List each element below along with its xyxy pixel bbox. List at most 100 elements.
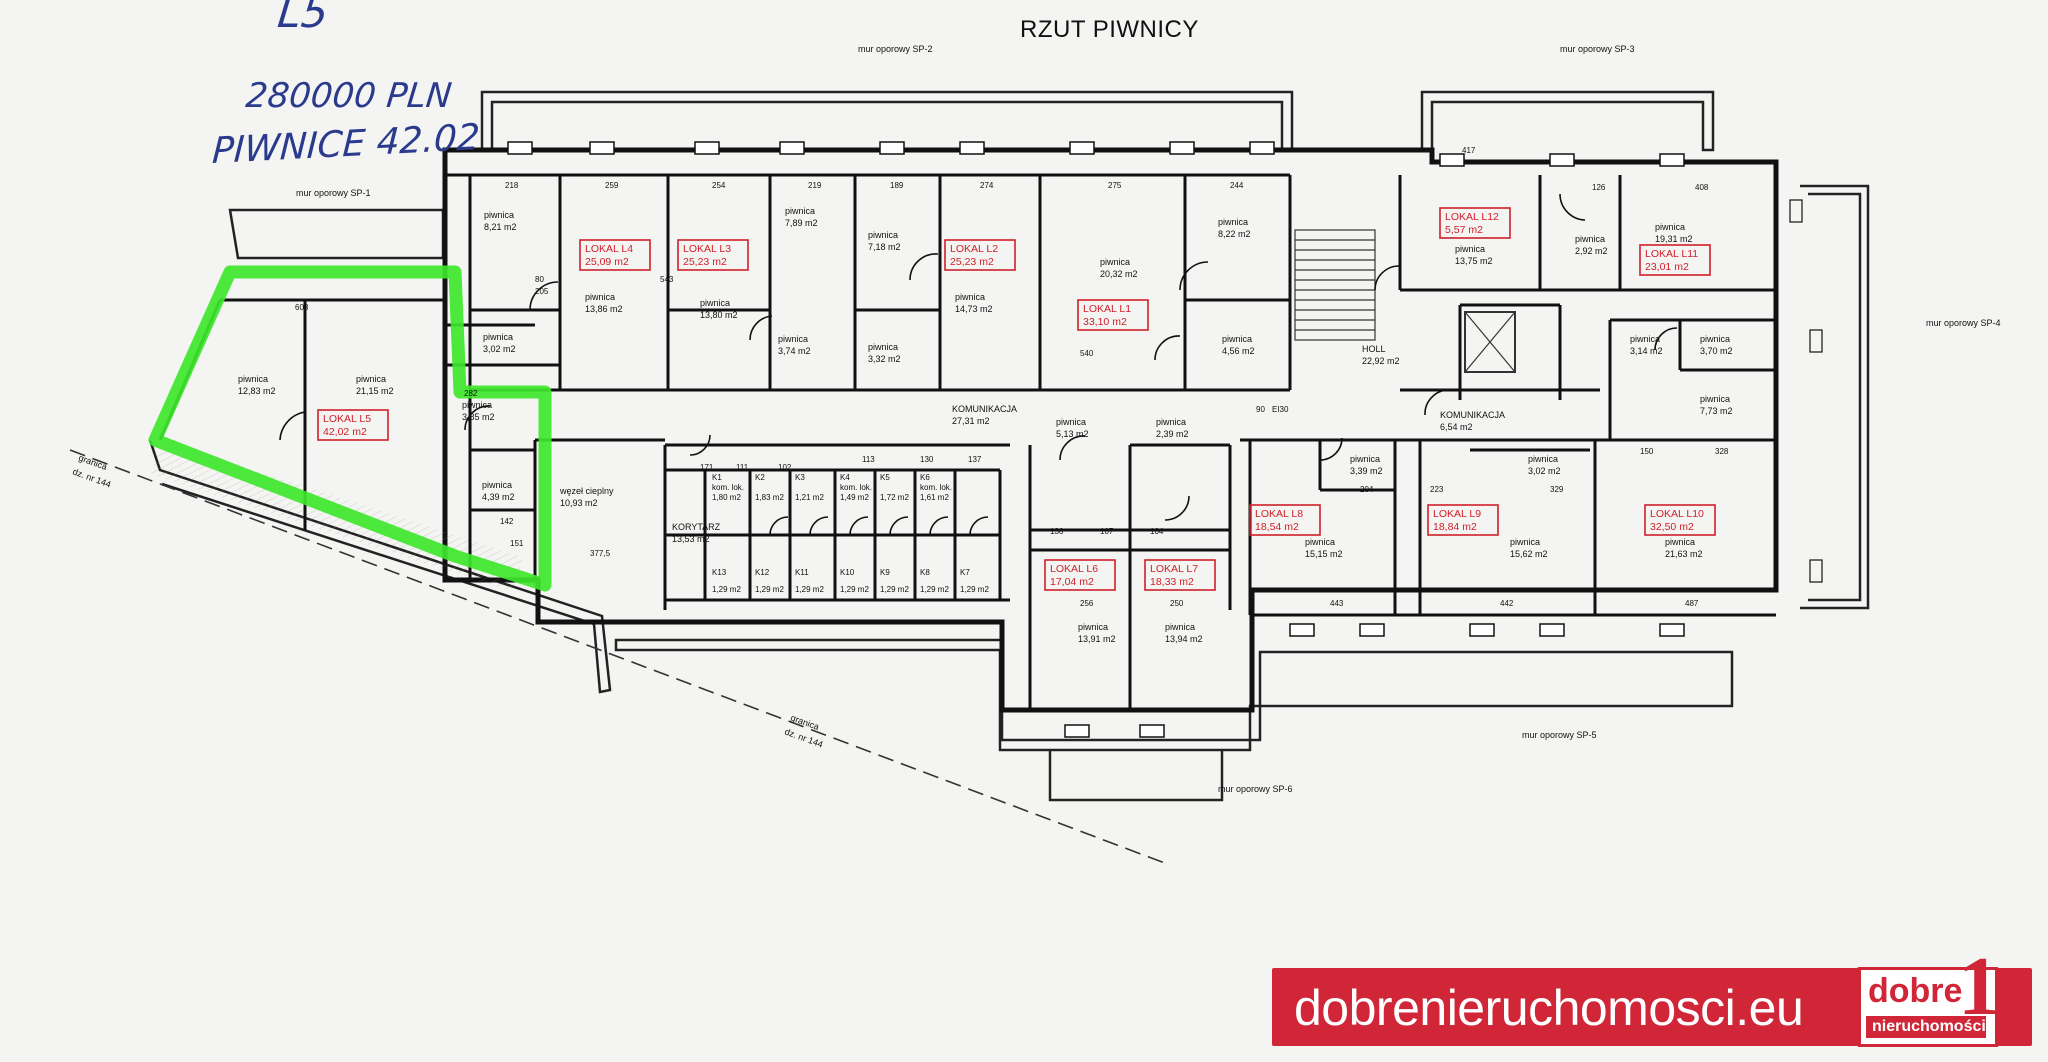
room-label: piwnica	[868, 342, 898, 352]
dim: 443	[1330, 599, 1344, 608]
room-label: piwnica	[1350, 454, 1380, 464]
dim: 219	[808, 181, 822, 190]
room-label: piwnica	[868, 230, 898, 240]
unit-l6-area: 17,04 m2	[1050, 576, 1094, 588]
wall-label-sp2: mur oporowy SP-2	[858, 44, 933, 54]
dim: 90	[1256, 405, 1265, 414]
dim: 150	[1640, 447, 1654, 456]
dim: 487	[1685, 599, 1699, 608]
room-label: KOMUNIKACJA	[1440, 410, 1505, 420]
storage-id: K3	[795, 473, 805, 482]
dim: 329	[1550, 485, 1564, 494]
unit-l9-area: 18,84 m2	[1433, 521, 1477, 533]
storage-id: K4	[840, 473, 850, 482]
room-label: węzeł cieplny	[559, 486, 614, 496]
storage-id: K8	[920, 568, 930, 577]
dim: 259	[605, 181, 619, 190]
dimension-labels: 218 259 254 219 189 274 275 244 417 126 …	[295, 146, 1729, 608]
boundary-label: dz. nr 144	[783, 726, 824, 749]
storage-area: 1,29 m2	[795, 585, 824, 594]
storage-id: K1	[712, 473, 722, 482]
room-area: 3,39 m2	[1350, 466, 1383, 476]
room-area: 13,53 m2	[672, 534, 710, 544]
room-area: 13,75 m2	[1455, 256, 1493, 266]
dim: 254	[712, 181, 726, 190]
staircase	[1294, 229, 1516, 373]
unit-l4-area: 25,09 m2	[585, 256, 629, 268]
room-area: 3,85 m2	[462, 412, 495, 422]
room-area: 20,32 m2	[1100, 269, 1138, 279]
room-label: piwnica	[1305, 537, 1335, 547]
room-area: 21,63 m2	[1665, 549, 1703, 559]
wall-label-sp5: mur oporowy SP-5	[1522, 730, 1597, 740]
unit-l3-area: 25,23 m2	[683, 256, 727, 268]
unit-l1-area: 33,10 m2	[1083, 316, 1127, 328]
handwritten-price: 280000 PLN	[243, 76, 454, 116]
dim: 274	[980, 181, 994, 190]
wall-label-sp3: mur oporowy SP-3	[1560, 44, 1635, 54]
room-area: 21,15 m2	[356, 386, 394, 396]
unit-l10-name: LOKAL L10	[1650, 508, 1704, 520]
wall-label-sp1: mur oporowy SP-1	[296, 188, 371, 198]
room-label: piwnica	[1528, 454, 1558, 464]
dim: 189	[890, 181, 904, 190]
room-label: piwnica	[462, 400, 492, 410]
room-area: 5,13 m2	[1056, 429, 1089, 439]
unit-l3-name: LOKAL L3	[683, 243, 731, 255]
room-label: piwnica	[1218, 217, 1248, 227]
storage-area: 1,29 m2	[840, 585, 869, 594]
dim: 113	[862, 455, 875, 464]
windows	[507, 141, 1685, 738]
unit-l6-name: LOKAL L6	[1050, 563, 1098, 575]
room-label: piwnica	[1630, 334, 1660, 344]
storage-id: K11	[795, 568, 809, 577]
room-labels: piwnica 8,21 m2 piwnica 13,86 m2 piwnica…	[238, 206, 1733, 644]
room-label: piwnica	[1510, 537, 1540, 547]
room-area: 8,21 m2	[484, 222, 517, 232]
room-label: piwnica	[585, 292, 615, 302]
room-area: 22,92 m2	[1362, 356, 1400, 366]
unit-l7-area: 18,33 m2	[1150, 576, 1194, 588]
l5-highlight	[148, 265, 552, 592]
storage-id: K13	[712, 568, 727, 577]
wall-label-sp6: mur oporowy SP-6	[1218, 784, 1293, 794]
unit-l11-name: LOKAL L11	[1645, 248, 1698, 260]
room-label: piwnica	[356, 374, 386, 384]
room-area: 7,18 m2	[868, 242, 901, 252]
dim: 223	[1430, 485, 1444, 494]
room-area: 3,74 m2	[778, 346, 811, 356]
room-area: 7,73 m2	[1700, 406, 1733, 416]
storage-id: K6	[920, 473, 930, 482]
dim: 130	[920, 455, 934, 464]
storage-area: 1,83 m2	[755, 493, 784, 502]
room-area: 12,83 m2	[238, 386, 276, 396]
dim: 328	[1715, 447, 1729, 456]
room-label: KORYTARZ	[672, 522, 721, 532]
room-label: piwnica	[1455, 244, 1485, 254]
dim: 417	[1462, 146, 1476, 155]
room-area: 3,32 m2	[868, 354, 901, 364]
unit-l10-area: 32,50 m2	[1650, 521, 1694, 533]
storage-area: 1,21 m2	[795, 493, 824, 502]
room-label: piwnica	[482, 480, 512, 490]
dim: 136	[1050, 527, 1064, 536]
room-area: 15,15 m2	[1305, 549, 1343, 559]
room-area: 6,54 m2	[1440, 422, 1473, 432]
room-label: piwnica	[1222, 334, 1252, 344]
room-label: piwnica	[700, 298, 730, 308]
room-area: 4,39 m2	[482, 492, 515, 502]
storage-area: 1,61 m2	[920, 493, 949, 502]
unit-l2-area: 25,23 m2	[950, 256, 994, 268]
room-area: 14,73 m2	[955, 304, 993, 314]
storage-id: K7	[960, 568, 970, 577]
dim: 218	[505, 181, 519, 190]
brand-url[interactable]: dobrenieruchomosci.eu	[1294, 980, 1804, 1036]
unit-labels: LOKAL L4 25,09 m2 LOKAL L3 25,23 m2 LOKA…	[323, 211, 1704, 588]
brand-banner[interactable]: dobrenieruchomosci.eu dobre 1 nieruchomo…	[1272, 940, 2032, 1047]
room-label: piwnica	[1100, 257, 1130, 267]
dim: 608	[295, 303, 309, 312]
room-label: piwnica	[1700, 334, 1730, 344]
unit-l7-name: LOKAL L7	[1150, 563, 1198, 575]
wall-labels: mur oporowy SP-2 mur oporowy SP-3 mur op…	[296, 44, 2001, 794]
unit-l1-name: LOKAL L1	[1083, 303, 1131, 315]
